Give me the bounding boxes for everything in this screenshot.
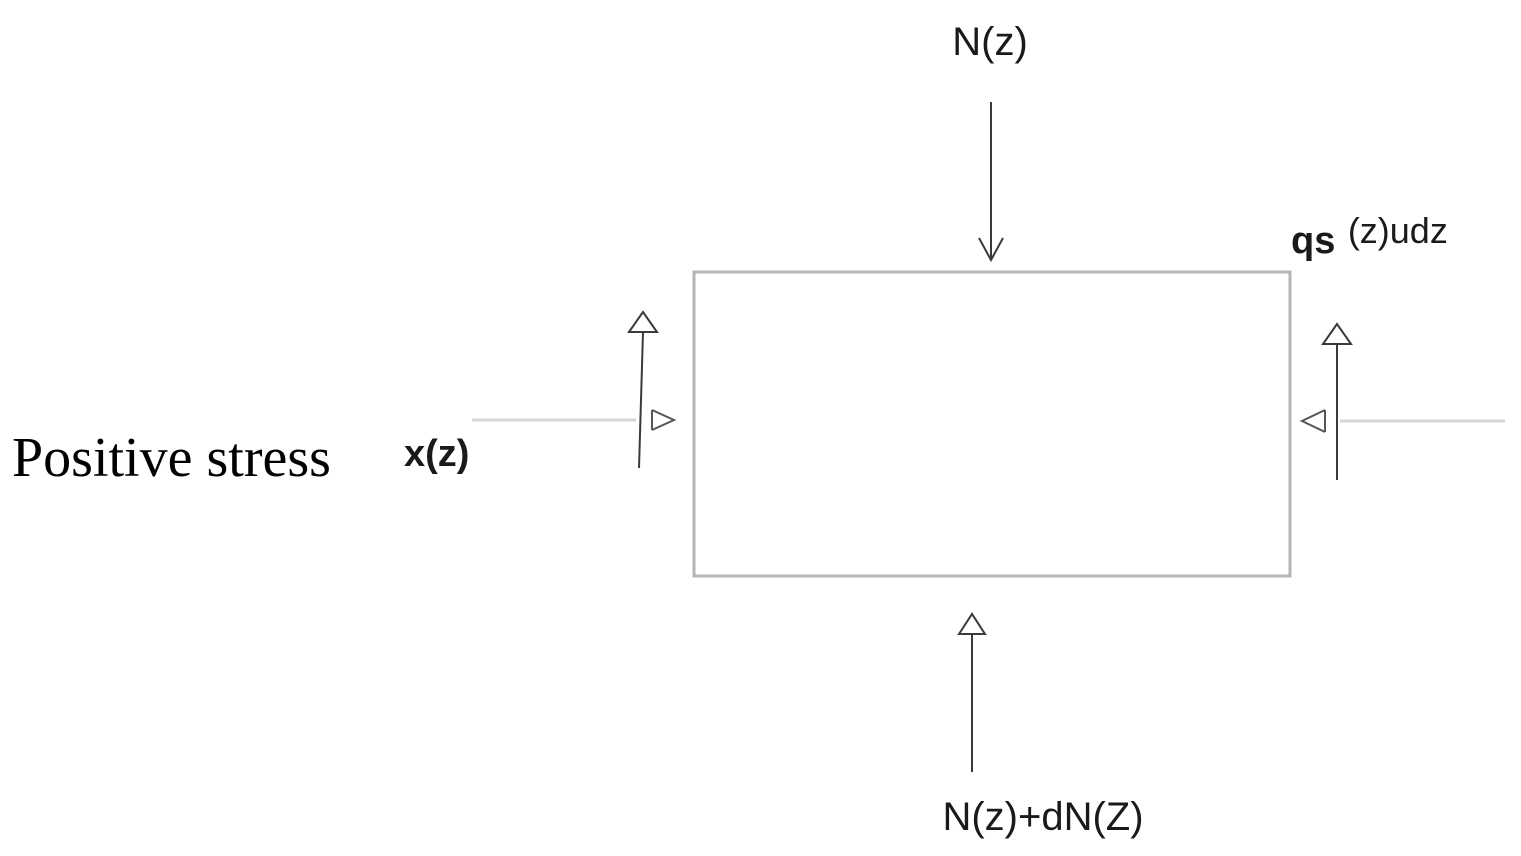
left-stress-marker bbox=[651, 409, 677, 431]
lateral-stress-label: x(z) bbox=[404, 433, 469, 475]
top-force-label: N(z) bbox=[952, 20, 1028, 64]
shear-force-label: qs (z)udz bbox=[1291, 210, 1448, 262]
bottom-force-arrow bbox=[957, 612, 987, 772]
positive-stress-label: Positive stress bbox=[12, 427, 331, 489]
shear-force-main: qs bbox=[1291, 220, 1335, 262]
bottom-force-label: N(z)+dN(Z) bbox=[942, 795, 1143, 839]
soil-element bbox=[692, 270, 1292, 578]
top-force-arrow bbox=[978, 102, 1004, 263]
right-shear-arrow bbox=[1321, 322, 1353, 480]
shear-force-superscript: (z)udz bbox=[1348, 210, 1448, 251]
right-stress-marker bbox=[1299, 409, 1326, 433]
left-shear-arrow bbox=[627, 310, 659, 469]
